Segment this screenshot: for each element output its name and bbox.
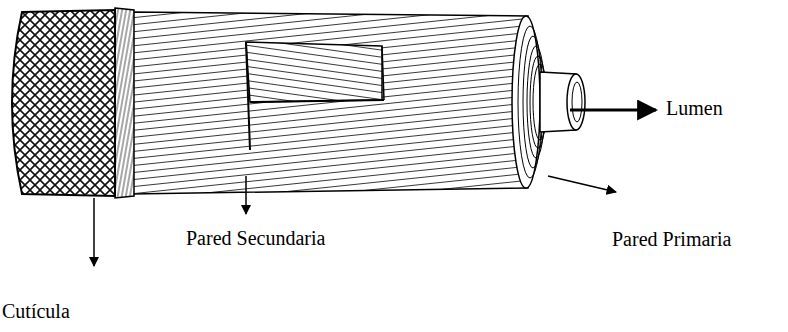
part-label: Pared Primaria bbox=[612, 228, 731, 251]
part-label: Pared Secundaria bbox=[186, 227, 325, 250]
part-label: Cutícula bbox=[2, 300, 70, 323]
part-label: Lumen bbox=[666, 97, 723, 120]
